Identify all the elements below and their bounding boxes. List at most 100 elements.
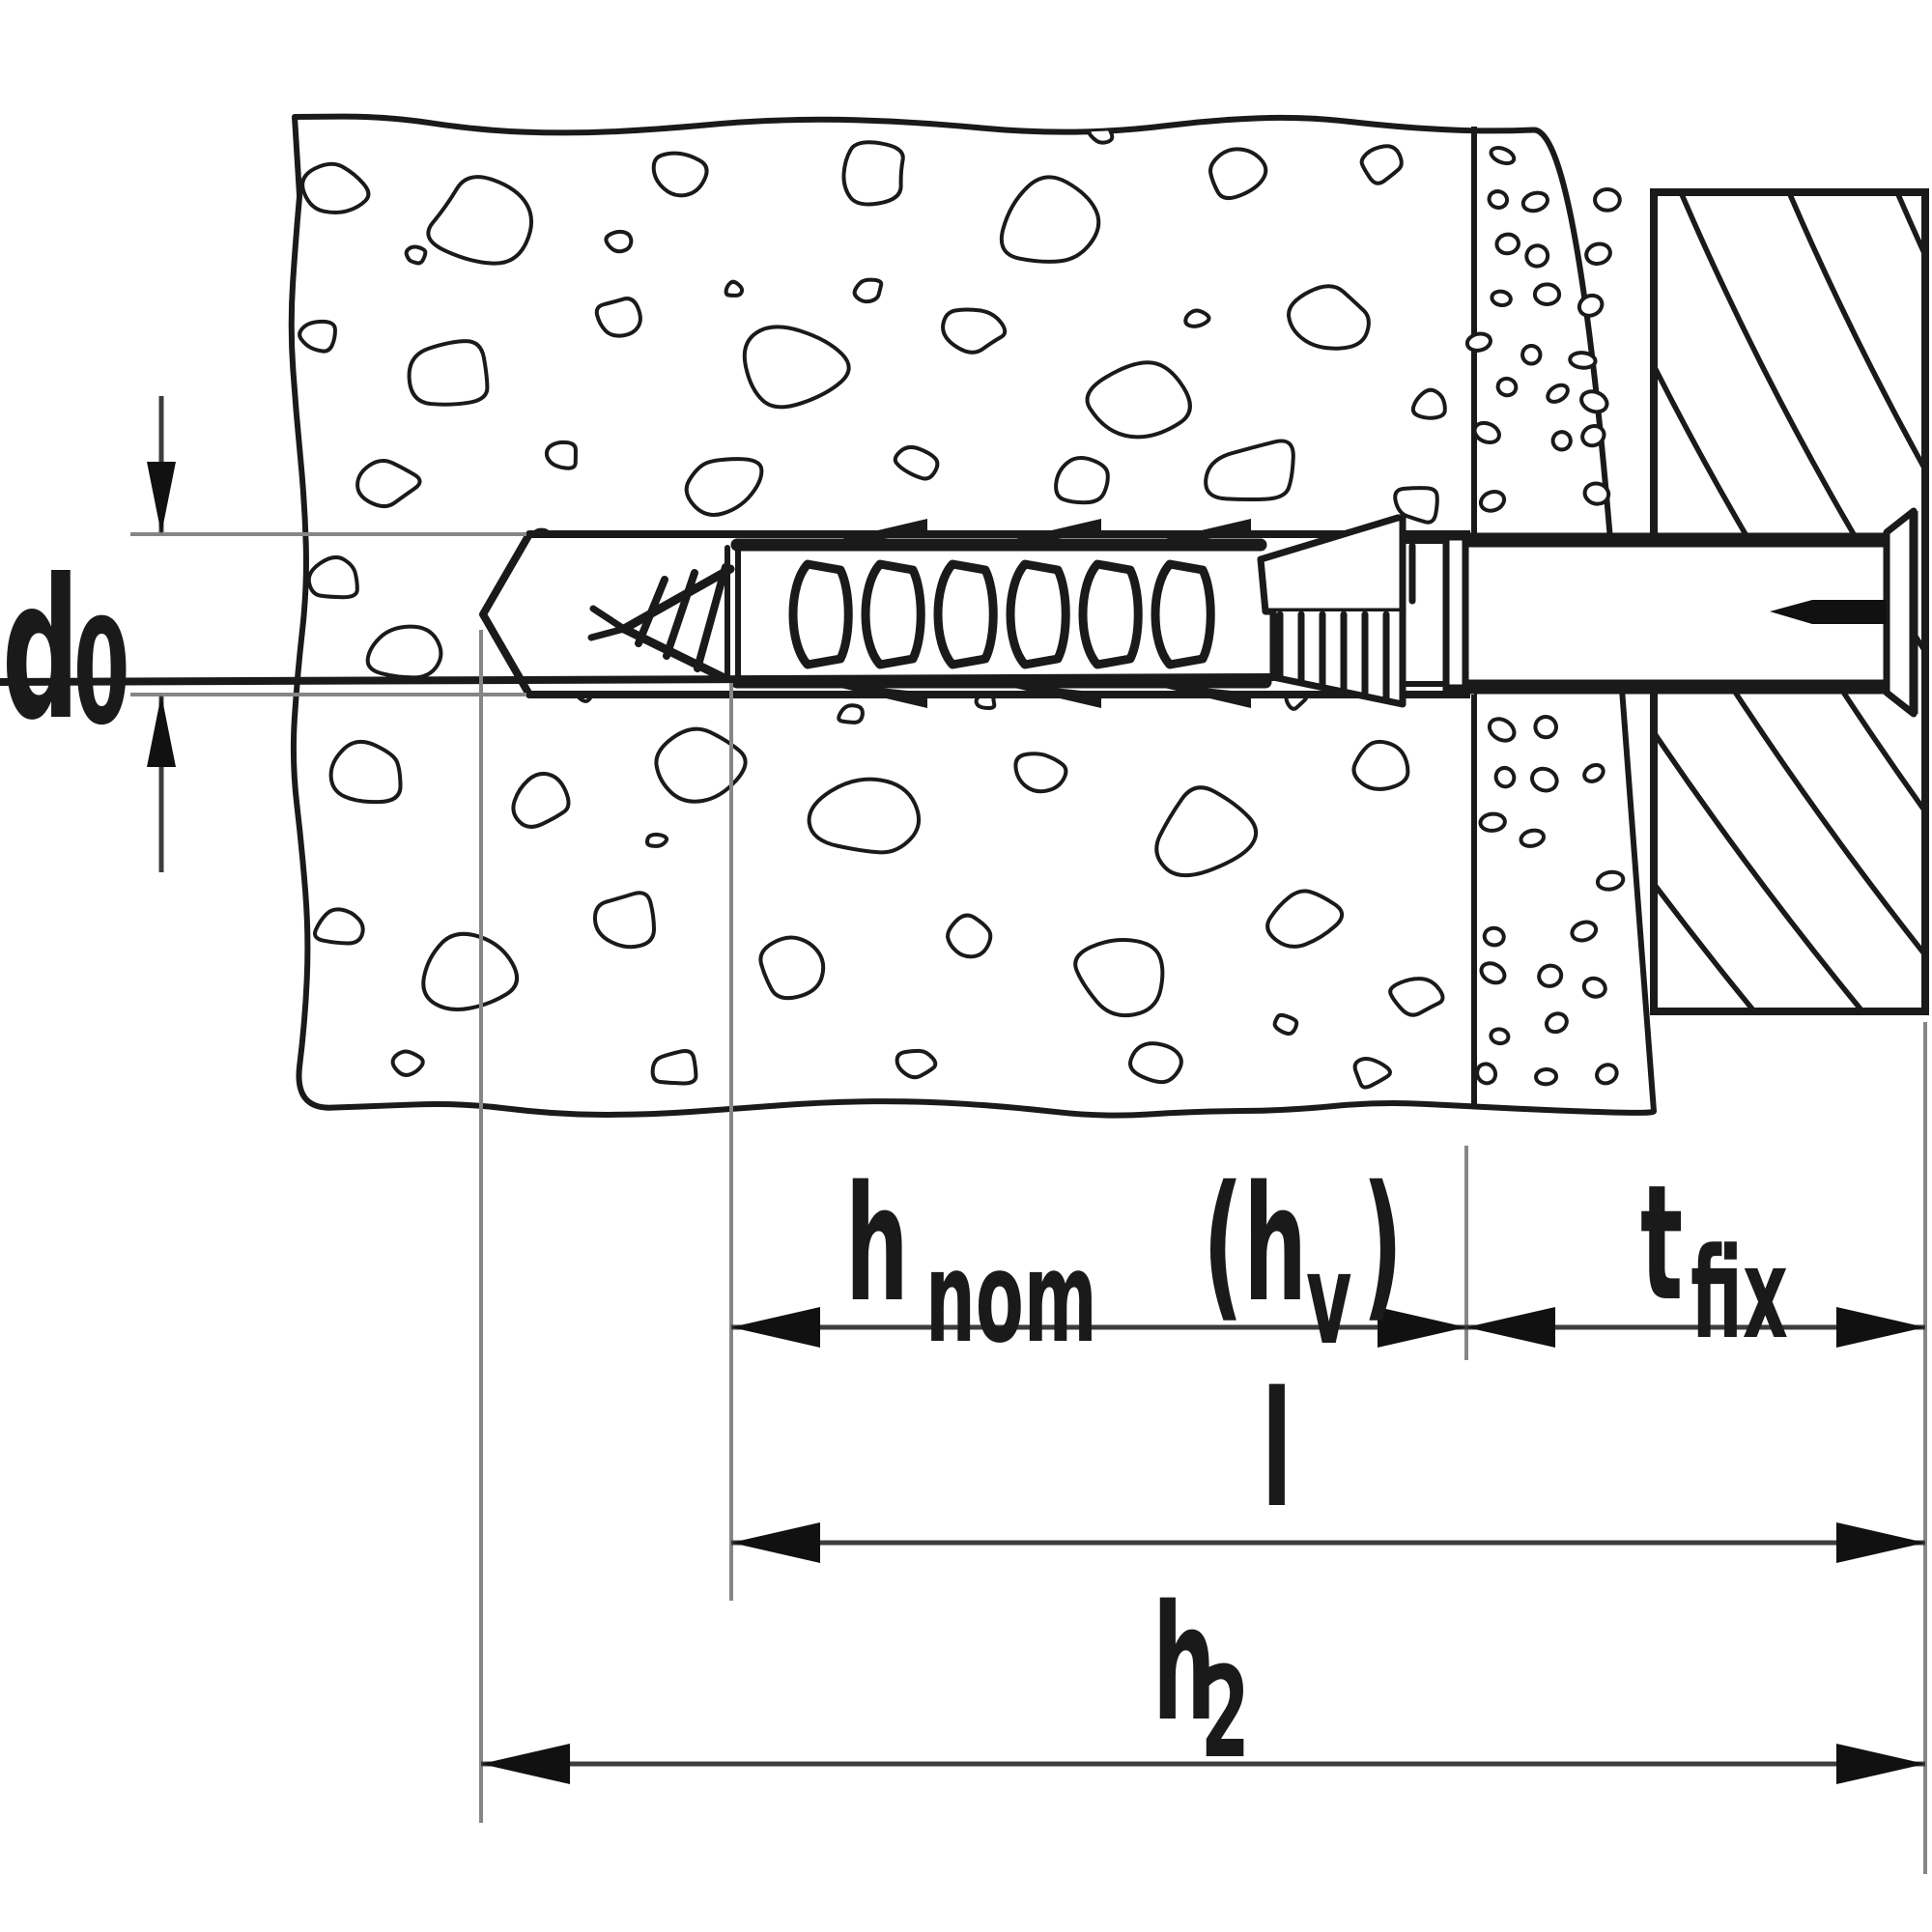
hv-label-close: ) — [1362, 1151, 1403, 1337]
pebble — [421, 931, 520, 1011]
plaster-dot — [1472, 420, 1501, 445]
hnom-label: h — [845, 1151, 909, 1337]
plaster-dot — [1493, 765, 1517, 789]
plug-collar-comb-slats — [1276, 611, 1390, 703]
pebble — [651, 151, 709, 198]
wall-plug — [0, 514, 1468, 708]
screw-tip-threads — [587, 563, 735, 682]
hv-label-open: (h — [1203, 1151, 1307, 1337]
pebble — [999, 175, 1101, 264]
plaster-dot — [1530, 766, 1559, 793]
plaster-dot — [1519, 828, 1546, 848]
pebble — [1154, 785, 1259, 878]
pebble — [592, 891, 656, 950]
plaster-dot — [1478, 490, 1507, 513]
plaster-layer-texture — [1464, 146, 1626, 1087]
pebble — [1054, 456, 1110, 505]
l-label: l — [1262, 1357, 1293, 1543]
plaster-dot — [1544, 1011, 1569, 1035]
pebble — [328, 739, 403, 805]
l-arrow-left — [731, 1522, 820, 1563]
dimension-labels: d 0 h nom (h v ) t fix l h 2 — [2, 539, 1788, 1786]
plaster-dot — [1570, 920, 1599, 943]
plug-window — [861, 559, 925, 669]
pebble — [1410, 387, 1447, 420]
pebble — [893, 444, 940, 481]
plug-window — [1006, 559, 1070, 669]
plug-collar-wing — [0, 673, 1277, 686]
plaster-dot — [1475, 1062, 1498, 1086]
pebble — [1128, 1041, 1183, 1085]
plaster-dot — [1568, 351, 1598, 370]
plaster-dot — [1582, 762, 1605, 783]
pebble — [684, 457, 764, 517]
wood-grain-line — [1787, 196, 1921, 469]
dimension-arrowheads — [481, 1307, 1925, 1784]
plaster-dot — [1550, 430, 1573, 452]
pebble — [298, 319, 337, 354]
plaster-dot — [1584, 242, 1612, 266]
hnom-label-sub: nom — [925, 1224, 1097, 1371]
plug-window — [1078, 559, 1143, 669]
pebble — [604, 229, 634, 254]
pebble — [1265, 889, 1345, 949]
plug-window — [788, 559, 853, 669]
pebble — [594, 297, 642, 338]
plug-collar-comb — [1269, 608, 1406, 708]
pebble — [544, 440, 578, 470]
tfix-arrow-right — [1836, 1307, 1925, 1348]
plaster-dot — [1520, 190, 1549, 213]
pebble — [895, 1048, 938, 1080]
pebble — [1073, 938, 1165, 1018]
pebble — [407, 339, 490, 407]
pebble — [1287, 284, 1371, 351]
plaster-dot — [1534, 1067, 1559, 1087]
pebble — [1359, 144, 1404, 185]
plaster-dot — [1489, 1027, 1511, 1046]
plaster-dot — [1593, 187, 1622, 213]
pebble — [841, 140, 905, 207]
pebble — [645, 832, 669, 848]
h2-label-sub: 2 — [1201, 1639, 1250, 1786]
tfix-label: t — [1640, 1151, 1683, 1336]
plug-window — [1151, 559, 1215, 669]
h2-label: h — [1152, 1571, 1216, 1756]
plaster-dot — [1595, 869, 1626, 892]
pebble — [426, 175, 534, 266]
extension-lines — [479, 630, 1927, 1874]
pebble — [852, 277, 884, 304]
pebble — [300, 161, 371, 214]
pebble — [807, 777, 922, 855]
tfix-arrow-left — [1466, 1307, 1555, 1348]
plaster-dot — [1533, 715, 1558, 740]
plaster-dot — [1546, 383, 1570, 404]
plug-expansion-windows — [788, 559, 1215, 669]
dimension-d0 — [147, 396, 176, 872]
plaster-dot — [1579, 389, 1609, 414]
pebble — [313, 907, 365, 946]
screw — [1442, 507, 1918, 718]
pebble — [1388, 977, 1445, 1017]
pebble — [1204, 439, 1295, 502]
pebble — [404, 244, 428, 266]
plaster-dot — [1487, 717, 1517, 743]
d0-label: d — [2, 539, 79, 763]
plaster-dot — [1482, 925, 1506, 948]
screw-drive-slot — [1770, 600, 1887, 624]
pebble — [946, 913, 993, 959]
pebble — [1183, 308, 1211, 328]
plaster-dot — [1487, 189, 1510, 210]
wood-grain-line — [1658, 733, 1863, 1008]
hv-label-sub: v — [1306, 1226, 1351, 1373]
hnom-arrow-left — [731, 1307, 820, 1348]
plaster-dot — [1494, 232, 1520, 256]
pebble — [1352, 1057, 1392, 1090]
pebble — [837, 703, 865, 724]
pebble — [1272, 1012, 1299, 1037]
plug-rim — [1442, 533, 1469, 692]
plaster-dot — [1524, 243, 1550, 269]
plaster-dot — [1582, 481, 1611, 506]
plug-window — [933, 559, 998, 669]
pebble — [1208, 147, 1268, 201]
